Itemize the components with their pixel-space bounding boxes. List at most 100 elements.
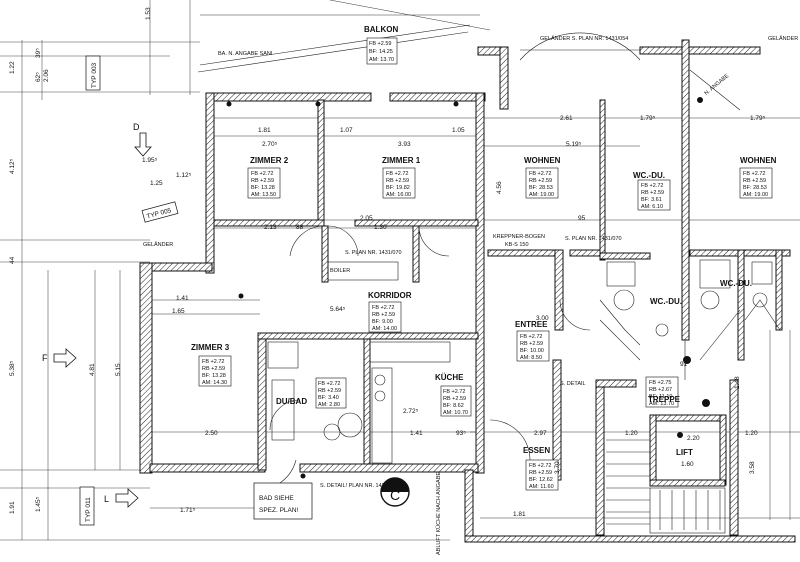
room-am: AM: 13.50: [251, 192, 276, 198]
plan-070-b: S. PLAN NR. 1431/070: [565, 236, 622, 242]
axis-d: D: [133, 122, 140, 132]
room-fb: FB +2.72: [641, 183, 663, 189]
room-rb: RB +2.59: [529, 470, 552, 476]
dim-text: 4.12⁵: [9, 158, 16, 174]
dim-text: 1.79⁵: [750, 115, 766, 122]
room-am: AM: 6.10: [641, 204, 663, 210]
ba-label: BA. N. ANGABE SANI: [218, 51, 273, 57]
axis-l: L: [104, 494, 109, 504]
room-essen: ESSEN FB +2.72 RB +2.59 BF: 12.62 AM: 11…: [523, 446, 559, 491]
axis-d-marker: D: [133, 122, 152, 157]
balkon-name: BALKON: [364, 25, 398, 34]
balkon-label: BALKON FB +2.59 BF: 14.25 AM: 13.70: [364, 25, 398, 65]
kreppner-label: KREPPNER-BOGEN: [493, 234, 545, 240]
dim-text: 1.71⁵: [180, 507, 196, 514]
room-name: WC.-DU.: [650, 297, 682, 306]
dim-text: 1.65: [172, 308, 185, 315]
room-rb: RB +2.59: [318, 388, 341, 394]
annotations: GELÄNDER S. PLAN NR. 1431/054 GELÄNDER G…: [42, 35, 798, 555]
dim-text: 91: [680, 361, 688, 368]
balkon-am: AM: 13.70: [369, 57, 394, 63]
staircase: [606, 439, 726, 534]
axis-f: F: [42, 353, 48, 363]
dim-text: 2.13: [264, 224, 277, 231]
room-am: AM: 8.50: [520, 355, 542, 361]
room-entree: ENTREE FB +2.72 RB +2.59 BF: 10.00 AM: 8…: [515, 320, 550, 362]
dim-text: 1.79⁵: [640, 115, 656, 122]
room-fb: FB +2.72: [529, 171, 551, 177]
room-name-visible: TREPPE: [648, 395, 681, 404]
room-wc-du-top: WC.-DU. FB +2.72 RB +2.59 BF: 3.61 AM: 6…: [633, 171, 671, 211]
room-am: AM: 11.60: [529, 484, 554, 490]
dim-text: 1.22: [9, 61, 16, 74]
room-bf: BF: 3.61: [641, 197, 662, 203]
n-angabe-label: N. ANGABE: [704, 73, 731, 97]
room-name: WOHNEN: [740, 156, 777, 165]
room-fb: FB +2.72: [443, 389, 465, 395]
room-rb: RB +2.59: [386, 178, 409, 184]
room-kueche: KÜCHE FB +2.72 RB +2.59 BF: 8.62 AM: 10.…: [435, 373, 472, 417]
room-treppe: FB +2.75 RB +2.67 BF: 11.10 AM: 13.70 TR…: [645, 376, 681, 408]
fixtures: [197, 24, 781, 534]
dim-text: 2.97: [534, 430, 547, 437]
typ-011-tag: TYP 011: [79, 486, 95, 526]
room-am: AM: 14.00: [372, 326, 397, 332]
room-bf: BF: 8.62: [443, 403, 464, 409]
room-rb: RB +2.67: [649, 387, 672, 393]
dim-text: 62⁵: [35, 72, 42, 82]
abluft-label: ABLUFT KÜCHE NACH ANGABE: [435, 472, 442, 555]
dim-text: 3.58: [749, 461, 756, 474]
room-fb: FB +2.72: [318, 381, 340, 387]
dim-text: 3.93: [398, 141, 411, 148]
dim-text: 5.38⁵: [9, 360, 16, 376]
dim-text: 2.20: [687, 435, 700, 442]
room-bf: BF: 13.28: [202, 373, 226, 379]
dim-text: 1.41: [176, 295, 189, 302]
typ-003: TYP 003: [91, 62, 98, 88]
room-name: ESSEN: [523, 446, 550, 455]
room-bf: BF: 28.53: [743, 185, 767, 191]
dim-text: 2.50: [205, 430, 218, 437]
room-am: AM: 10.70: [443, 410, 468, 416]
room-bf: BF: 3.40: [318, 395, 339, 401]
dim-text: 1.95⁵: [142, 157, 158, 164]
room-fb: FB +2.72: [202, 359, 224, 365]
room-bf: BF: 13.28: [251, 185, 275, 191]
dim-text: 1.48: [734, 376, 741, 389]
dim-text: 4.56: [496, 181, 503, 194]
plan-070-a: S. PLAN NR. 1431/070: [345, 250, 402, 256]
room-fb: FB +2.72: [743, 171, 765, 177]
room-name: ZIMMER 2: [250, 156, 289, 165]
room-wohnen-left: WOHNEN FB +2.72 RB +2.59 BF: 28.53 AM: 1…: [524, 156, 561, 199]
room-rb: RB +2.59: [372, 312, 395, 318]
dim-text: 5.64⁵: [330, 306, 346, 313]
dim-text: 2.61: [560, 115, 573, 122]
dim-text: 3.00: [536, 315, 549, 322]
room-rb: RB +2.59: [743, 178, 766, 184]
spez-plan: SPEZ. PLAN!: [259, 507, 299, 514]
room-rb: RB +2.59: [520, 341, 543, 347]
room-am: AM: 19.00: [743, 192, 768, 198]
room-rb: RB +2.59: [641, 190, 664, 196]
dim-text: 2.72⁵: [403, 408, 419, 415]
room-fb: FB +2.72: [529, 463, 551, 469]
bad-siehe: BAD SIEHE: [259, 495, 294, 502]
dim-text: 3.70: [554, 461, 561, 474]
room-fb: FB +2.72: [251, 171, 273, 177]
axis-l-marker: L: [104, 488, 139, 508]
room-fb: FB +2.72: [386, 171, 408, 177]
dimension-lines: [0, 0, 800, 541]
lift-dim: 1.60: [681, 461, 694, 468]
dim-text: 1.12⁵: [176, 172, 192, 179]
room-am: AM: 16.00: [386, 192, 411, 198]
dim-text: 1.91: [9, 501, 16, 514]
room-name: WOHNEN: [524, 156, 561, 165]
room-zimmer2: ZIMMER 2 FB +2.72 RB +2.59 BF: 13.28 AM:…: [247, 156, 289, 199]
room-bf: BF: 10.00: [520, 348, 544, 354]
room-am: AM: 2.80: [318, 402, 340, 408]
dimension-texts: 1.81 2.70⁵ 3.93 1.07 1.05 2.61 5.19⁵ 1.7…: [9, 7, 766, 518]
room-bf: BF: 11.10: [649, 394, 672, 400]
dim-text: 1.81: [258, 127, 271, 134]
dim-text: 2.06: [43, 69, 50, 82]
